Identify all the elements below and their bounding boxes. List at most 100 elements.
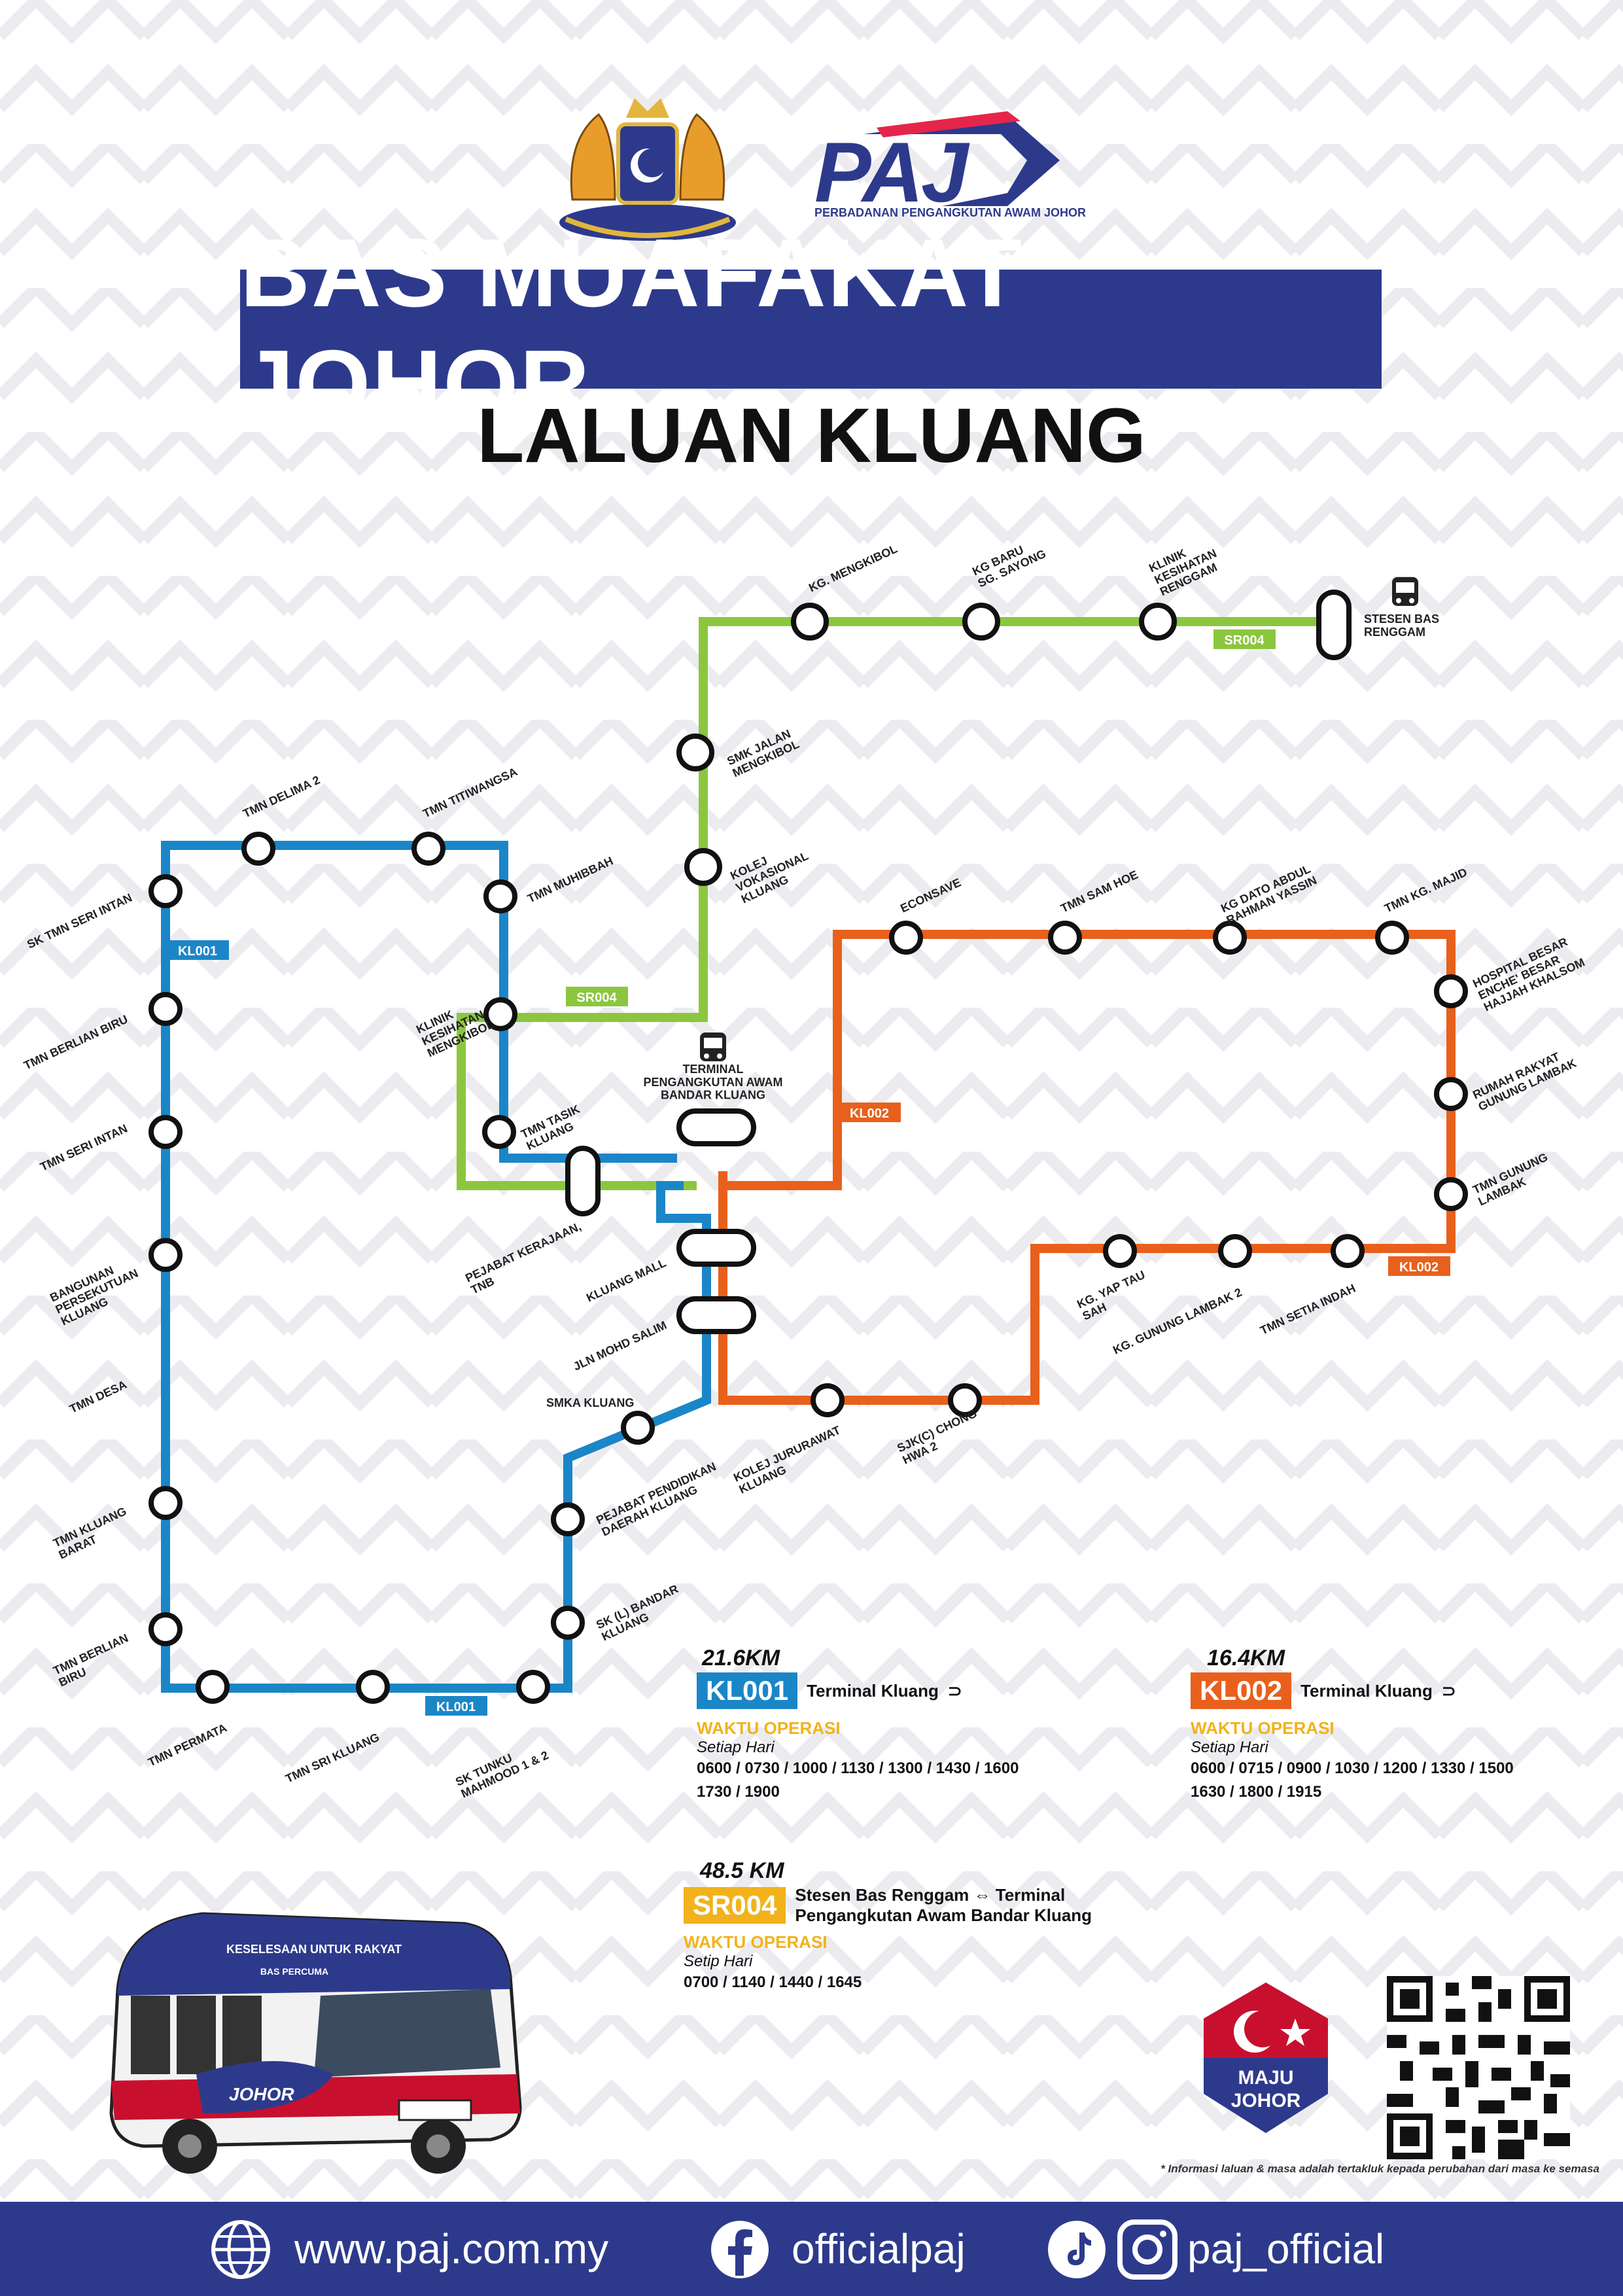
bus-side-text: BAS PERCUMA [260,1966,328,1977]
facebook-icon[interactable] [710,2219,770,2280]
stop-econsave [889,921,923,955]
label-tmn-setia-indah: TMN SETIA INDAH [1258,1282,1357,1337]
label-kolej-vokasional: KOLEJVOKASIONALKLUANG [728,838,816,906]
bidirectional-arrow-icon: ⇔ [973,1885,991,1905]
tag-sr004-mid: SR004 [566,987,628,1006]
label-tmn-delima-2: TMN DELIMA 2 [241,773,322,821]
kl002-destination: Terminal Kluang [1300,1680,1433,1701]
kl002-op-heading: WAKTU OPERASI [1191,1718,1335,1738]
label-tmn-kg-majid: TMN KG. MAJID [1382,866,1469,915]
label-tmn-sam-hoe: TMN SAM HOE [1058,868,1140,915]
stop-tmn-delima-2 [241,832,275,866]
bus-icon-renggam [1392,577,1418,606]
kl001-op-heading: WAKTU OPERASI [697,1718,841,1738]
maju-line-1: MAJU [1238,2067,1293,2089]
label-kolej-jururawat: KOLEJ JURURAWATKLUANG [731,1423,848,1496]
stop-tmn-tasik-kluang [482,1115,516,1149]
label-kg-dato-abdul-rahman: KG DATO ABDULRAHMAN YASSIN [1219,862,1319,927]
stop-hospital-besar [1434,974,1468,1008]
bus-brand-text: JOHOR [229,2084,294,2104]
title-banner: BAS MUAFAKAT JOHOR [240,219,1382,438]
stesen-bas-renggam-marker [1316,590,1352,660]
kl001-badge: KL001 [697,1672,798,1709]
label-pejabat-kerajaan: PEJABAT KERAJAAN,TNB [463,1220,588,1297]
page-subtitle: LALUAN KLUANG [477,393,1146,479]
footer-bar [0,2202,1623,2296]
label-tmn-gunung-lambak: TMN GUNUNGLAMBAK [1471,1150,1555,1208]
label-sk-tmn-seri-intan: SK TMN SERI INTAN [25,891,134,951]
label-tmn-berlian-biru-north: TMN BERLIAN BIRU [22,1012,130,1072]
bus-icon-terminal [700,1033,726,1061]
label-bangunan-persekutuan: BANGUNANPERSEKUTUANKLUANG [48,1255,145,1328]
stop-bangunan-persekutuan [148,1238,183,1272]
stop-sk-l-bandar-kluang [551,1606,585,1640]
label-sjkc-chong-hwa: SJK(C) CHONGHWA 2 [895,1407,984,1467]
paj-logo-text: PAJ [814,124,968,220]
stop-tmn-sam-hoe [1048,921,1082,955]
stop-kg-gunung-lambak-2 [1218,1234,1252,1268]
label-tmn-tasik-kluang: TMN TASIKKLUANG [519,1103,587,1153]
label-klinik-renggam: KLINIKKESIHATANRENGGAM [1147,535,1224,598]
stop-tmn-sri-kluang [356,1670,390,1704]
footer-social[interactable]: paj_official [1187,2225,1385,2272]
stop-tmn-muhibbah [483,879,517,913]
sr004-destination-3: Pengangkutan Awam Bandar Kluang [795,1905,1092,1925]
stop-tmn-permata [196,1670,230,1704]
tag-kl002-right: KL002 [1388,1256,1450,1276]
stop-tmn-titiwangsa [411,832,445,866]
terminal-kluang-marker [676,1108,756,1146]
label-kluang-mall: KLUANG MALL [584,1256,668,1305]
loop-icon: ⊃ [947,1680,962,1701]
kl001-times-1: 0600 / 0730 / 1000 / 1130 / 1300 / 1430 … [697,1759,1019,1777]
tag-kl001-left-label: KL001 [178,944,217,959]
stop-kg-yap-tau-sah [1103,1234,1137,1268]
footer-facebook[interactable]: officialpaj [792,2225,966,2272]
sr004-distance: 48.5 KM [700,1858,784,1883]
stop-tmn-berlian-biru-south [148,1612,183,1646]
tag-sr004-top: SR004 [1213,629,1276,649]
qr-code[interactable] [1387,1976,1570,2159]
sr004-destination-1: Stesen Bas Renggam [795,1885,969,1905]
label-tmn-kluang-barat: TMN KLUANGBARAT [51,1504,133,1561]
stop-tmn-berlian-biru-north [148,992,183,1026]
stop-rumah-rakyat [1434,1077,1468,1111]
johor-coat-of-arms [559,98,736,241]
stop-sjkc-chong-hwa [948,1383,982,1417]
instagram-icon[interactable] [1117,2219,1178,2280]
stop-klinik-renggam [1139,603,1177,641]
label-tmn-sri-kluang: TMN SRI KLUANG [283,1731,381,1786]
footer-website[interactable]: www.paj.com.my [294,2225,609,2272]
stop-kg-baru-sg-sayong [962,603,1000,641]
paj-logo-subtitle: PERBADANAN PENGANGKUTAN AWAM JOHOR [814,206,1087,219]
paj-logo-swoosh [864,111,1060,206]
loop-icon: ⊃ [1441,1680,1456,1701]
sr004-times-1: 0700 / 1140 / 1440 / 1645 [684,1973,862,1991]
label-smka-kluang: SMKA KLUANG [546,1396,634,1409]
label-jln-mohd-salim: JLN MOHD SALIM [571,1318,669,1373]
kl001-destination: Terminal Kluang [807,1680,939,1701]
stop-tmn-setia-indah [1331,1234,1365,1268]
label-tmn-permata: TMN PERMATA [146,1721,229,1769]
label-econsave: ECONSAVE [898,875,963,915]
label-tmn-desa: TMN DESA [67,1378,129,1416]
tag-kl001-left: KL001 [167,940,229,960]
label-kg-baru-sg-sayong: KG BARUSG. SAYONG [970,535,1048,590]
label-tmn-berlian-biru-south: TMN BERLIANBIRU [51,1631,135,1689]
route-info-sr004: 48.5 KM SR004 Stesen Bas Renggam ⇔ Termi… [684,1858,1092,1994]
label-sk-tunku-mahmood: SK TUNKUMAHMOOD 1 & 2 [453,1737,550,1800]
sr004-destination-2: Terminal [995,1885,1066,1905]
kluang-mall-marker [676,1229,756,1267]
stop-pejabat-pendidikan [551,1502,585,1536]
sr004-op-days: Setip Hari [684,1952,753,1970]
globe-icon [211,2220,270,2279]
disclaimer-text: * Informasi laluan & masa adalah tertakl… [1161,2163,1599,2175]
tiktok-icon[interactable] [1047,2219,1107,2280]
tag-kl001-bottom-label: KL001 [436,1700,476,1714]
sr004-op-heading: WAKTU OPERASI [684,1932,828,1952]
maju-line-2: JOHOR [1231,2090,1301,2111]
page-title: BAS MUAFAKAT JOHOR [240,219,1023,438]
stop-kg-mengkibol [791,603,829,641]
